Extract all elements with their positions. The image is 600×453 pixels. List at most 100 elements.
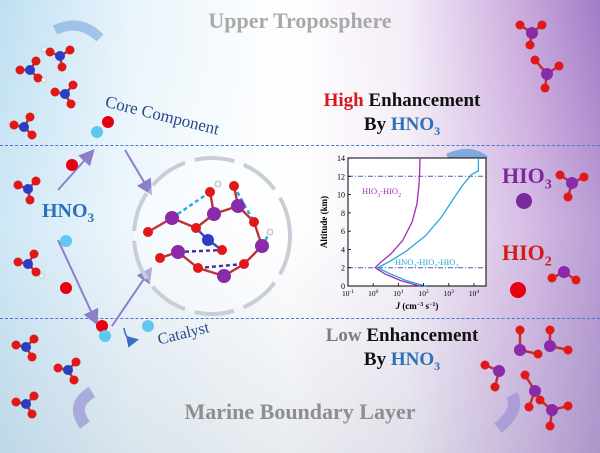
- hno3-molecule: [9, 112, 37, 140]
- arrow-catalyst-to-cluster: [111, 266, 153, 327]
- arrow-catalyst-release: [123, 327, 139, 348]
- y-axis-ticks: 0 2 4 6 8 10 12 14: [337, 154, 351, 291]
- high-by: By: [363, 114, 391, 135]
- y-tick-label: 14: [337, 154, 345, 163]
- hno3-molecule: [15, 56, 47, 83]
- hio3-cluster-molecule: [535, 395, 573, 431]
- particle-red: [60, 282, 72, 294]
- particle-red: [102, 116, 114, 128]
- particle-blue: [60, 235, 72, 247]
- hio2-species-label: HIO2: [502, 240, 552, 270]
- swoosh-arrow-bottom-left: [72, 386, 96, 429]
- low-word: Low: [325, 325, 362, 346]
- swoosh-arrow-top-left: [52, 20, 104, 42]
- hio2-base: HIO: [502, 240, 545, 265]
- hio3-molecule: [530, 55, 564, 93]
- series-label-part: 2: [455, 264, 458, 270]
- hno3-molecule: [13, 176, 41, 205]
- high-word: High: [323, 90, 364, 111]
- hio3-sub: 3: [544, 177, 552, 193]
- hio3-base: HIO: [502, 163, 545, 188]
- particle-red: [66, 159, 78, 171]
- plot-area: [347, 157, 487, 287]
- series-line: [376, 158, 480, 287]
- series-label-hio3-hio2: HIO3-HIO2: [362, 186, 401, 199]
- hno3-molecule: [41, 45, 75, 72]
- series-label-part: HIO: [362, 186, 377, 196]
- hno3-molecule: [13, 249, 45, 279]
- hio3-cluster-molecule: [480, 360, 541, 412]
- series-label-part: HNO: [395, 257, 413, 267]
- swoosh-arrow-bottom-right: [494, 392, 521, 433]
- hno3-molecule: [50, 80, 78, 109]
- x-tick-label: 101: [393, 289, 404, 298]
- particle-blue: [99, 330, 111, 342]
- x-tick-label: 103: [444, 289, 455, 298]
- hno3-molecule: [11, 391, 39, 419]
- high-enhancement-heading: High Enhancement By HNO3: [292, 90, 512, 139]
- series-label-part: -HIO: [416, 257, 434, 267]
- y-tick-label: 6: [341, 227, 345, 236]
- upper-troposphere-title: Upper Troposphere: [208, 8, 392, 33]
- hio3-cluster-molecule: [514, 325, 573, 359]
- low-hno3-sub: 3: [434, 358, 441, 373]
- x-tick-label: 104: [469, 289, 480, 298]
- hio3-molecule: [555, 170, 589, 202]
- x-axis-label: J (cm−3 s−1): [395, 301, 439, 311]
- series-label-part: 3: [413, 264, 416, 270]
- series-label-hno3-hio3-hio2: HNO3-HIO3-HIO2: [395, 257, 458, 270]
- series-label-part: 3: [434, 264, 437, 270]
- y-tick-label: 10: [337, 191, 345, 200]
- hio2-molecule: [547, 266, 581, 285]
- low-hno3: HNO3: [390, 349, 441, 373]
- particle-blue: [142, 320, 154, 332]
- y-axis-label: Altitude (km): [319, 196, 329, 248]
- y-tick-label: 4: [341, 245, 345, 254]
- y-tick-label: 2: [341, 264, 345, 273]
- low-enhancement-heading: Low Enhancement By HNO3: [292, 325, 512, 374]
- x-tick-label: 102: [418, 289, 429, 298]
- high-hno3-base: HNO: [390, 114, 435, 135]
- high-hno3: HNO3: [390, 114, 441, 138]
- series-label-part: 3: [377, 193, 380, 199]
- high-rest: Enhancement: [363, 90, 481, 111]
- arrow-hno3-to-core: [57, 149, 95, 191]
- y-tick-label: 8: [341, 209, 345, 218]
- y-tick-label: 0: [341, 282, 345, 291]
- upper-boundary-line: [0, 145, 600, 146]
- hno3-sub: 3: [87, 210, 95, 225]
- series-label-part: -HIO: [437, 257, 455, 267]
- hno3-molecule: [11, 334, 39, 362]
- hio3-molecule: [515, 20, 547, 50]
- cluster-molecule: [143, 180, 274, 283]
- marine-boundary-layer-title: Marine Boundary Layer: [184, 399, 416, 424]
- x-tick-label: 10-1: [342, 289, 354, 298]
- y-tick-label: 12: [337, 172, 345, 181]
- arrow-core-to-cluster: [124, 149, 153, 196]
- series-line: [374, 157, 421, 287]
- high-hno3-sub: 3: [434, 123, 441, 138]
- hno3-molecule: [53, 357, 81, 385]
- hio3-species-label: HIO3: [502, 163, 552, 193]
- low-rest: Enhancement: [361, 325, 479, 346]
- series-label-part: -HIO: [380, 186, 398, 196]
- lower-boundary-line: [0, 318, 600, 319]
- series-layer: [374, 157, 480, 287]
- low-hno3-base: HNO: [390, 349, 435, 370]
- x-axis-ticks: 10-1 100 101 102 103 104: [342, 283, 479, 298]
- hno3-base: HNO: [42, 200, 88, 222]
- particle-blue: [91, 126, 103, 138]
- low-by: By: [363, 349, 391, 370]
- hno3-species-label: HNO3: [42, 200, 94, 226]
- particle-red: [510, 282, 526, 298]
- x-tick-label: 100: [368, 289, 379, 298]
- particle-purple: [516, 193, 532, 209]
- series-label-part: 2: [398, 193, 401, 199]
- reference-lines: [348, 175, 486, 269]
- hio2-sub: 2: [544, 254, 552, 270]
- arrow-hno3-to-catalyst: [57, 239, 99, 326]
- particle-red: [96, 320, 108, 332]
